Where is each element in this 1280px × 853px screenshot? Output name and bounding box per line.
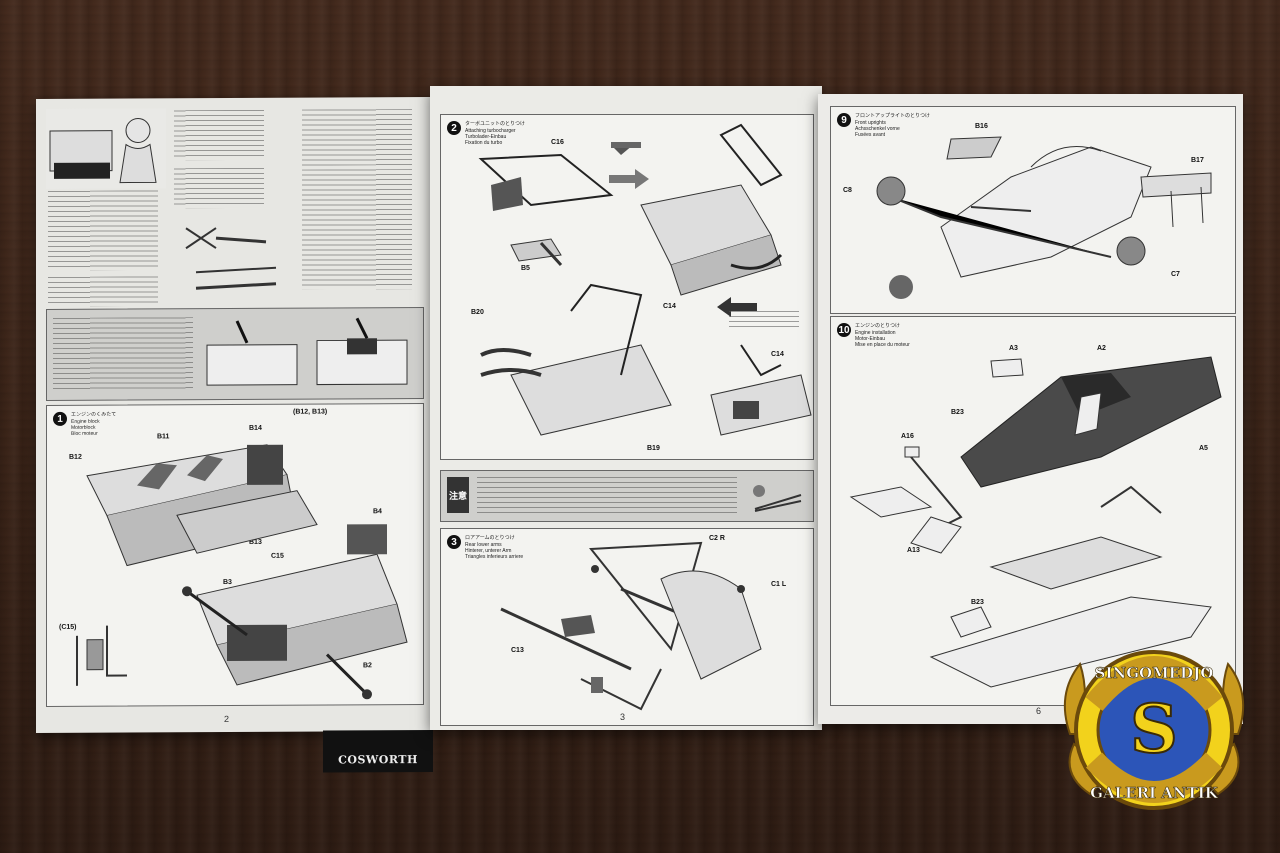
mechanic-illustration [49,117,157,184]
part-label: A5 [1199,445,1208,452]
engine-installation-diagram [849,356,1222,688]
snap-instructions-panel [46,306,424,401]
part-label: B5 [521,265,530,272]
step-9-number: 9 [837,113,851,127]
caution-note-panel: 注意 [440,470,814,522]
step-2-title-de: Turbolader-Einbau [465,134,507,140]
part-label: B23 [951,409,964,416]
step-2-title-ja: ターボユニットのとりつけ [465,121,526,127]
step-10-title-de: Motor-Einbau [855,336,886,342]
part-label: B19 [647,445,660,452]
step-3-number: 3 [447,535,461,549]
page-number: 3 [620,712,626,722]
cosworth-logo-box: COSWORTH [323,729,433,773]
part-label: B16 [975,123,988,130]
step-9-title-en: Front uprights [855,120,886,126]
tweezers-illustration [753,485,802,512]
page-number: 2 [224,714,230,725]
step-3-title-en: Rear lower arms [465,542,502,548]
step-10-title-ja: エンジンのとりつけ [855,323,901,329]
logo-top-text: SINGOMEDJO [1095,664,1214,682]
step-2-title-fr: Fixation du turbo [465,140,503,146]
part-label: C14 [663,303,676,310]
chassis-front-uprights-diagram [876,136,1212,299]
part-label: C13 [511,647,524,654]
turbo-assembly-diagram [478,123,812,436]
part-label: C16 [551,139,564,146]
logo-bottom-text: GALERI ANTIK [1090,784,1219,802]
arrow-right-icon [609,169,649,189]
snap-illustration [206,317,408,386]
step-3-title-fr: Triangles inferieurs arriere [465,554,524,560]
part-label: B20 [471,309,484,316]
rear-lower-arms-diagram [500,541,762,711]
cosworth-text: COSWORTH [338,753,418,767]
singomedjo-galeri-antik-logo: SINGOMEDJO S GALERI ANTIK [1063,650,1245,810]
part-label: C14 [771,351,784,358]
step-2-title-en: Attaching turbocharger [465,128,516,134]
step-9-title-de: Achsschenkel vorne [855,126,900,132]
part-label: C1 L [771,581,787,588]
part-label: C2 R [709,535,725,542]
part-label: A3 [1009,345,1018,352]
step-2-panel: 2 ターボユニットのとりつけ Attaching turbocharger Tu… [440,114,814,460]
caution-label: 注意 [447,477,469,513]
step-3-title-ja: ロアアームのとりつけ [465,535,515,541]
manual-page-right: 9 フロントアップライトのとりつけ Front uprights Achssch… [818,94,1243,724]
part-label: A13 [907,547,920,554]
page-number: 6 [1036,706,1042,716]
intro-illustration [46,108,166,189]
manual-page-left: 1 エンジンのくみたて Engine block Motorblock Bloc… [36,96,433,773]
part-label: A2 [1097,345,1106,352]
step-9-title-ja: フロントアップライトのとりつけ [855,113,931,119]
manual-page-middle: 2 ターボユニットのとりつけ Attaching turbocharger Tu… [430,86,822,730]
part-label: C8 [843,187,852,194]
part-label: B17 [1191,157,1204,164]
arrow-left-icon [717,297,757,317]
step-9-title-fr: Fusées avant [855,132,886,138]
tools-illustration [185,227,277,290]
step-9-panel: 9 フロントアップライトのとりつけ Front uprights Achssch… [830,106,1236,314]
engine-block-diagram [76,444,408,700]
step-10-title-fr: Mise en place du moteur [855,342,910,348]
part-label: C7 [1171,271,1180,278]
step-10-title-en: Engine installation [855,330,896,336]
part-label: A16 [901,433,914,440]
step-3-title-de: Hinterer, unterer Arm [465,548,512,554]
step-1-panel: 1 エンジンのくみたて Engine block Motorblock Bloc… [46,402,433,773]
part-label: B23 [971,599,984,606]
logo-letter: S [1130,690,1178,768]
step-10-panel: 10 エンジンのとりつけ Engine installation Motor-E… [830,316,1236,706]
step-3-panel: 3 ロアアームのとりつけ Rear lower arms Hinterer, u… [440,528,814,726]
step-2-number: 2 [447,121,461,135]
step-10-number: 10 [837,323,851,337]
